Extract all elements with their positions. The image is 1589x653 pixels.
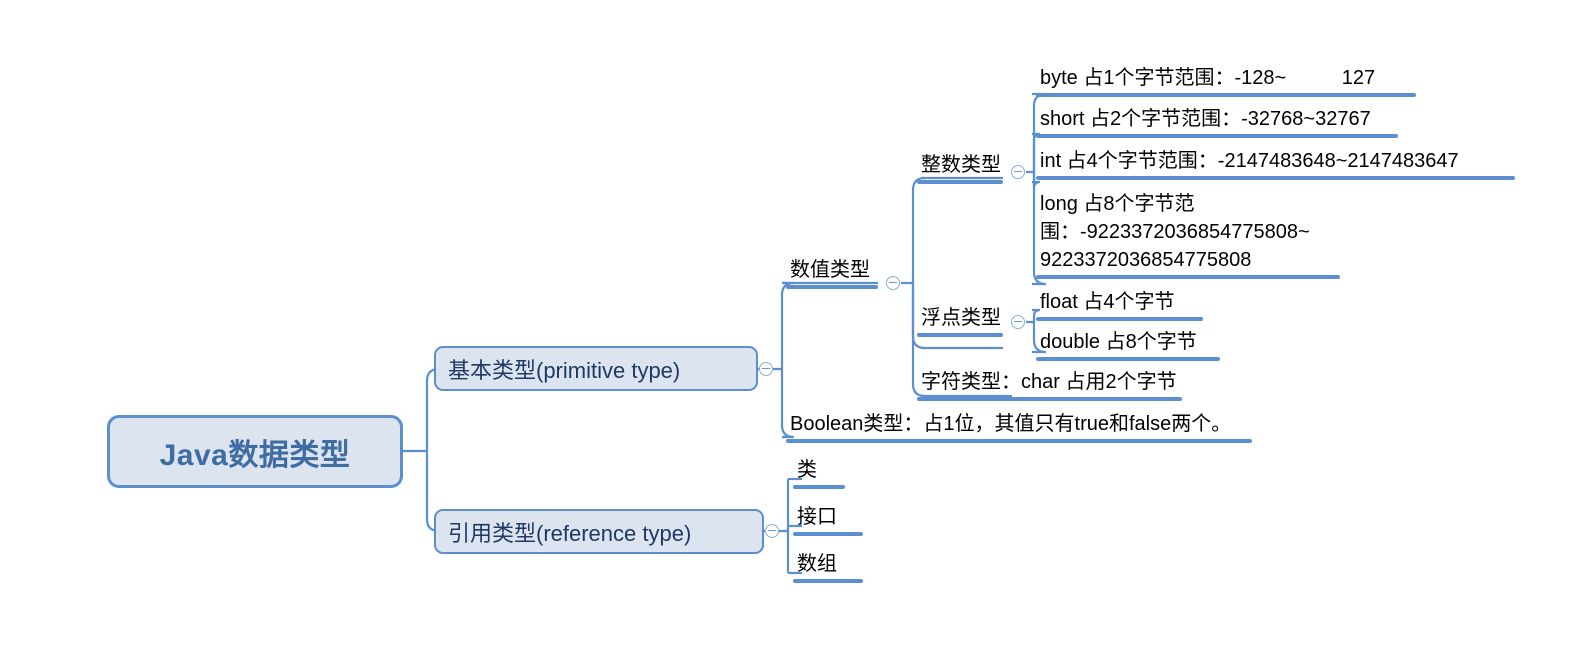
collapse-toggle-icon-primitive-type[interactable]: [759, 362, 773, 376]
node-underline-bar: [786, 285, 878, 289]
node-char-type-label: 字符类型：char 占用2个字节: [921, 371, 1177, 393]
node-underline-bar: [917, 397, 1182, 401]
node-integer-type[interactable]: 整数类型: [917, 151, 1003, 184]
node-underline-bar: [917, 333, 1003, 337]
node-class[interactable]: 类: [793, 456, 845, 489]
collapse-toggle-icon-numeric-type[interactable]: [886, 276, 900, 290]
node-underline-bar: [1036, 176, 1515, 180]
root-node[interactable]: Java数据类型: [107, 415, 403, 488]
node-long-label: long 占8个字节范 围：-9223372036854775808~ 9223…: [1040, 193, 1310, 271]
node-primitive-type-label: 基本类型(primitive type): [448, 357, 681, 383]
node-underline-bar: [1036, 134, 1398, 138]
node-integer-type-label: 整数类型: [921, 154, 1001, 176]
node-underline-bar: [1036, 93, 1416, 97]
collapse-toggle-icon-reference-type[interactable]: [765, 524, 779, 538]
node-short[interactable]: short 占2个字节范围：-32768~32767: [1036, 105, 1398, 138]
node-underline-bar: [1036, 275, 1340, 279]
collapse-toggle-icon-float-type-group[interactable]: [1011, 315, 1025, 329]
root-node-label: Java数据类型: [159, 438, 351, 472]
node-interface[interactable]: 接口: [793, 503, 863, 536]
node-class-label: 类: [797, 459, 817, 481]
node-int[interactable]: int 占4个字节范围：-2147483648~2147483647: [1036, 147, 1515, 180]
node-underline-bar: [793, 579, 863, 583]
node-reference-type[interactable]: 引用类型(reference type): [434, 509, 764, 554]
node-double[interactable]: double 占8个字节: [1036, 328, 1220, 361]
node-underline-bar: [793, 485, 845, 489]
node-numeric-type[interactable]: 数值类型: [786, 256, 878, 289]
node-underline-bar: [786, 439, 1252, 443]
node-primitive-type[interactable]: 基本类型(primitive type): [434, 346, 758, 391]
node-long[interactable]: long 占8个字节范 围：-9223372036854775808~ 9223…: [1036, 190, 1340, 279]
node-underline-bar: [917, 180, 1003, 184]
node-interface-label: 接口: [797, 506, 837, 528]
node-reference-type-label: 引用类型(reference type): [448, 520, 692, 546]
node-underline-bar: [1036, 317, 1203, 321]
node-underline-bar: [1036, 357, 1220, 361]
node-boolean-type-label: Boolean类型：占1位，其值只有true和false两个。: [790, 413, 1232, 435]
node-short-label: short 占2个字节范围：-32768~32767: [1040, 108, 1371, 130]
node-int-label: int 占4个字节范围：-2147483648~2147483647: [1040, 150, 1459, 172]
node-float-type-group[interactable]: 浮点类型: [917, 304, 1003, 337]
node-byte[interactable]: byte 占1个字节范围：-128~ 127: [1036, 64, 1416, 97]
node-boolean-type[interactable]: Boolean类型：占1位，其值只有true和false两个。: [786, 410, 1252, 443]
node-byte-label: byte 占1个字节范围：-128~ 127: [1040, 67, 1376, 89]
node-char-type[interactable]: 字符类型：char 占用2个字节: [917, 368, 1182, 401]
collapse-toggle-icon-integer-type[interactable]: [1011, 165, 1025, 179]
node-underline-bar: [793, 532, 863, 536]
node-float[interactable]: float 占4个字节: [1036, 288, 1203, 321]
node-array[interactable]: 数组: [793, 550, 863, 583]
node-numeric-type-label: 数值类型: [790, 259, 870, 281]
node-float-label: float 占4个字节: [1040, 291, 1175, 313]
node-array-label: 数组: [797, 553, 837, 575]
node-double-label: double 占8个字节: [1040, 331, 1197, 353]
node-float-type-group-label: 浮点类型: [921, 307, 1001, 329]
